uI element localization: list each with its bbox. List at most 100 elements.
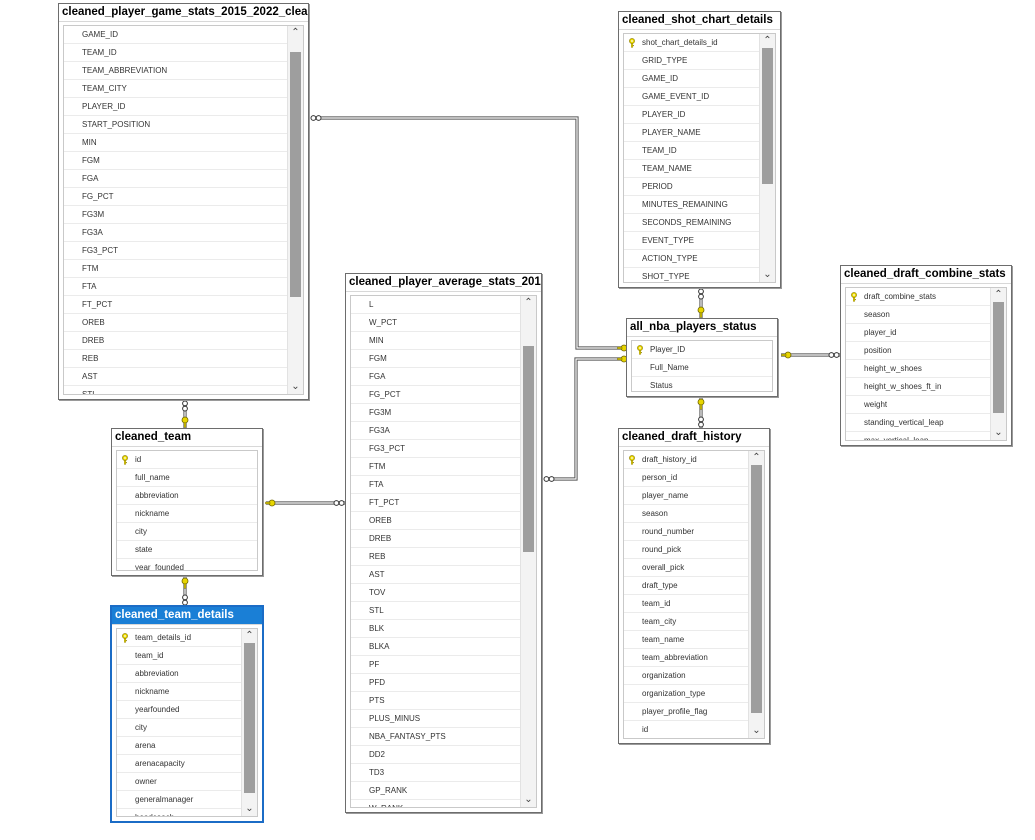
- column-row[interactable]: FTM: [64, 260, 287, 278]
- column-row[interactable]: season: [624, 505, 748, 523]
- column-row[interactable]: yearfounded: [117, 701, 241, 719]
- column-row[interactable]: city: [117, 523, 257, 541]
- column-row[interactable]: PLAYER_ID: [64, 98, 287, 116]
- column-row[interactable]: GP_RANK: [351, 782, 520, 800]
- primary-key-column[interactable]: id: [117, 451, 257, 469]
- table-title[interactable]: cleaned_draft_combine_stats: [841, 266, 1011, 284]
- column-row[interactable]: FG_PCT: [351, 386, 520, 404]
- column-row[interactable]: FT_PCT: [351, 494, 520, 512]
- relationship-line[interactable]: [697, 397, 705, 428]
- column-row[interactable]: SHOT_TYPE: [624, 268, 759, 282]
- scroll-up-icon[interactable]: ⌃: [524, 297, 533, 308]
- column-row[interactable]: MIN: [64, 134, 287, 152]
- column-row[interactable]: BLKA: [351, 638, 520, 656]
- column-row[interactable]: STL: [64, 386, 287, 394]
- column-row[interactable]: Full_Name: [632, 359, 772, 377]
- column-row[interactable]: height_w_shoes_ft_in: [846, 378, 990, 396]
- table-title[interactable]: cleaned_player_average_stats_2015_2: [346, 274, 541, 292]
- column-row[interactable]: MINUTES_REMAINING: [624, 196, 759, 214]
- relationship-line[interactable]: [543, 355, 628, 482]
- scroll-thumb[interactable]: [523, 346, 534, 552]
- table-player_game_stats[interactable]: cleaned_player_game_stats_2015_2022_clea…: [58, 3, 309, 400]
- column-row[interactable]: GAME_ID: [624, 70, 759, 88]
- column-row[interactable]: FGM: [64, 152, 287, 170]
- table-title[interactable]: cleaned_player_game_stats_2015_2022_clea…: [59, 4, 308, 22]
- table-title[interactable]: cleaned_team: [112, 429, 262, 447]
- relationship-line[interactable]: [181, 400, 189, 428]
- column-row[interactable]: nickname: [117, 683, 241, 701]
- vertical-scrollbar[interactable]: ⌃⌄: [241, 629, 257, 816]
- column-row[interactable]: PLAYER_NAME: [624, 124, 759, 142]
- column-row[interactable]: abbreviation: [117, 487, 257, 505]
- column-row[interactable]: organization: [624, 667, 748, 685]
- column-row[interactable]: DREB: [351, 530, 520, 548]
- column-row[interactable]: height_w_shoes: [846, 360, 990, 378]
- column-row[interactable]: TOV: [351, 584, 520, 602]
- column-row[interactable]: L: [351, 296, 520, 314]
- column-row[interactable]: TEAM_NAME: [624, 160, 759, 178]
- primary-key-column[interactable]: draft_combine_stats: [846, 288, 990, 306]
- column-row[interactable]: TEAM_ID: [64, 44, 287, 62]
- column-row[interactable]: FG3_PCT: [64, 242, 287, 260]
- column-row[interactable]: START_POSITION: [64, 116, 287, 134]
- table-title[interactable]: cleaned_shot_chart_details: [619, 12, 780, 30]
- vertical-scrollbar[interactable]: ⌃⌄: [990, 288, 1006, 440]
- table-title[interactable]: all_nba_players_status: [627, 319, 777, 337]
- column-row[interactable]: draft_type: [624, 577, 748, 595]
- column-row[interactable]: TEAM_ID: [624, 142, 759, 160]
- column-row[interactable]: team_name: [624, 631, 748, 649]
- column-row[interactable]: round_number: [624, 523, 748, 541]
- column-row[interactable]: STL: [351, 602, 520, 620]
- column-row[interactable]: PLUS_MINUS: [351, 710, 520, 728]
- column-row[interactable]: arena: [117, 737, 241, 755]
- column-row[interactable]: W_RANK: [351, 800, 520, 807]
- column-row[interactable]: FTA: [64, 278, 287, 296]
- column-row[interactable]: year_founded: [117, 559, 257, 570]
- scroll-up-icon[interactable]: ⌃: [752, 452, 761, 463]
- scroll-up-icon[interactable]: ⌃: [245, 630, 254, 641]
- vertical-scrollbar[interactable]: ⌃⌄: [287, 26, 303, 394]
- scroll-thumb[interactable]: [244, 643, 255, 793]
- column-row[interactable]: DREB: [64, 332, 287, 350]
- column-row[interactable]: AST: [64, 368, 287, 386]
- column-row[interactable]: person_id: [624, 469, 748, 487]
- relationship-line[interactable]: [181, 576, 189, 606]
- column-row[interactable]: REB: [64, 350, 287, 368]
- vertical-scrollbar[interactable]: ⌃⌄: [759, 34, 775, 282]
- column-row[interactable]: FG3M: [351, 404, 520, 422]
- scroll-up-icon[interactable]: ⌃: [994, 289, 1003, 300]
- scroll-down-icon[interactable]: ⌄: [752, 725, 761, 736]
- column-row[interactable]: generalmanager: [117, 791, 241, 809]
- column-row[interactable]: weight: [846, 396, 990, 414]
- column-row[interactable]: FG_PCT: [64, 188, 287, 206]
- scroll-down-icon[interactable]: ⌄: [245, 803, 254, 814]
- table-draft_combine[interactable]: cleaned_draft_combine_stats draft_combine…: [840, 265, 1012, 446]
- column-row[interactable]: SECONDS_REMAINING: [624, 214, 759, 232]
- column-row[interactable]: player_name: [624, 487, 748, 505]
- column-row[interactable]: standing_vertical_leap: [846, 414, 990, 432]
- column-row[interactable]: NBA_FANTASY_PTS: [351, 728, 520, 746]
- column-row[interactable]: position: [846, 342, 990, 360]
- column-row[interactable]: TD3: [351, 764, 520, 782]
- relationship-line[interactable]: [697, 288, 705, 318]
- column-row[interactable]: FGA: [64, 170, 287, 188]
- column-row[interactable]: FT_PCT: [64, 296, 287, 314]
- scroll-down-icon[interactable]: ⌄: [994, 427, 1003, 438]
- column-row[interactable]: FG3A: [64, 224, 287, 242]
- column-row[interactable]: GAME_ID: [64, 26, 287, 44]
- column-row[interactable]: GAME_EVENT_ID: [624, 88, 759, 106]
- column-row[interactable]: abbreviation: [117, 665, 241, 683]
- primary-key-column[interactable]: draft_history_id: [624, 451, 748, 469]
- column-row[interactable]: FG3_PCT: [351, 440, 520, 458]
- column-row[interactable]: PLAYER_ID: [624, 106, 759, 124]
- column-row[interactable]: city: [117, 719, 241, 737]
- column-row[interactable]: team_abbreviation: [624, 649, 748, 667]
- relationship-line[interactable]: [265, 499, 346, 507]
- column-row[interactable]: EVENT_TYPE: [624, 232, 759, 250]
- column-row[interactable]: FG3A: [351, 422, 520, 440]
- column-row[interactable]: player_id: [846, 324, 990, 342]
- column-row[interactable]: FG3M: [64, 206, 287, 224]
